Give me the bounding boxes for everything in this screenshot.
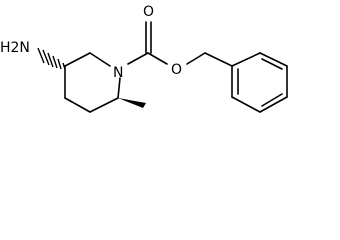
bond-c2-c3	[64, 52, 91, 67]
solid-wedge-methyl	[118, 98, 146, 108]
carbonyl-oxygen-label: O	[143, 4, 154, 20]
bond-ester-o-ch2	[186, 52, 206, 65]
structure-canvas: H2N N O O	[0, 4, 288, 113]
hashed-wedge-amine	[37, 47, 66, 70]
amine-label: H2N	[0, 40, 30, 56]
bond-ch2-phenyl	[204, 52, 233, 67]
bond-c5-c6	[89, 97, 119, 113]
bond-n1-c2	[89, 52, 111, 67]
bond-c4-c5	[64, 97, 91, 113]
ring-nitrogen-label: N	[113, 65, 123, 81]
molecule-diagram: H2N N O O	[0, 4, 288, 113]
bond-carbonyl-ester-o	[147, 52, 168, 65]
ester-oxygen-label: O	[171, 62, 182, 78]
benzene-ring	[231, 52, 288, 113]
bond-c6-n1	[117, 77, 121, 99]
bond-n1-carbonyl	[127, 52, 149, 65]
